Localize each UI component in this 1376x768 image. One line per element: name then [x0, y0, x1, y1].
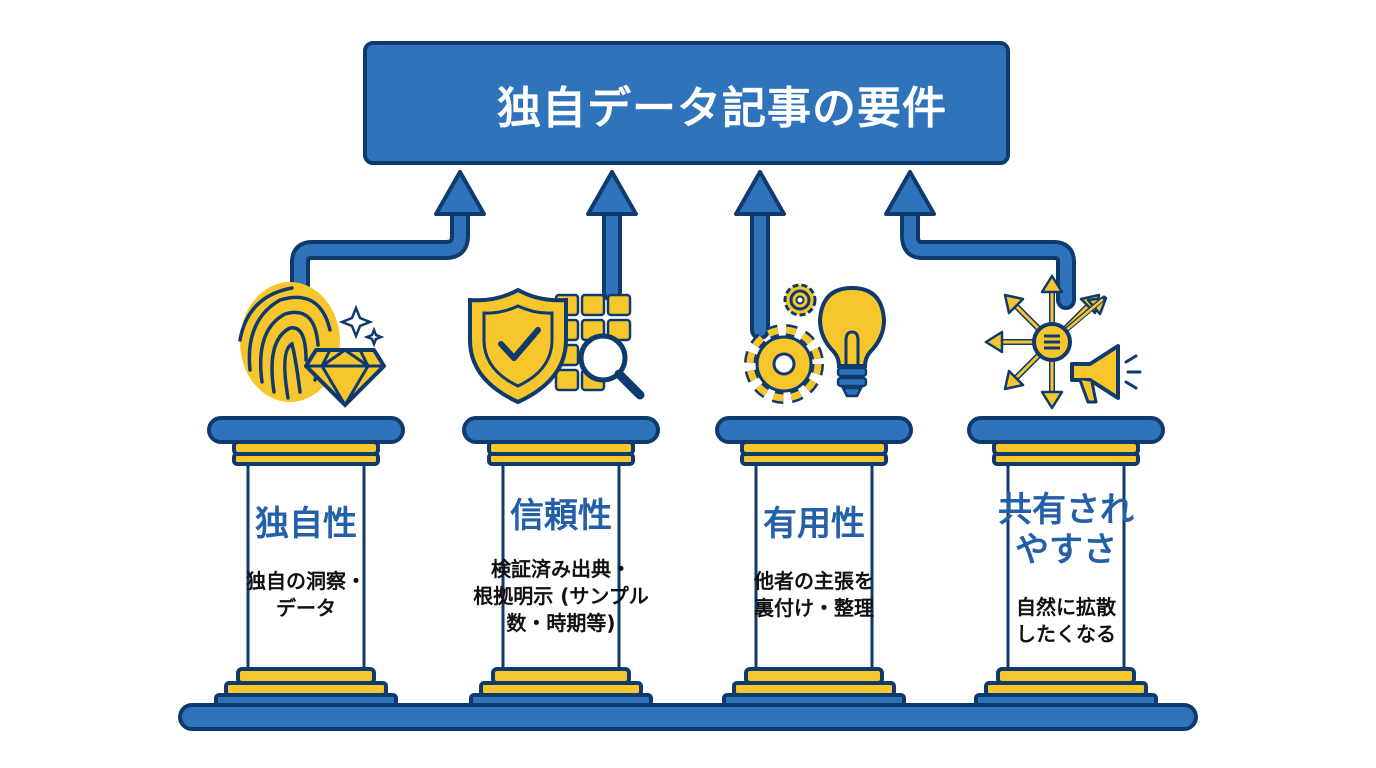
diamond-icon [304, 348, 386, 408]
pillar-base-top [491, 667, 631, 685]
pillar-base-top [236, 667, 376, 685]
pillar-2 [462, 416, 660, 709]
pillar-3-desc: 他者の主張を 裏付け・整理 [709, 568, 919, 622]
pillar-1-desc-line-2: データ [276, 596, 336, 620]
pillar-base-top [996, 667, 1136, 685]
large-gear-icon [744, 324, 824, 404]
pillar-capital-top [207, 416, 405, 444]
pillar-1-desc: 独自の洞察・ データ [201, 568, 411, 622]
pillar-base-top [744, 667, 884, 685]
arrow-2 [586, 170, 638, 302]
banner [363, 41, 1010, 165]
pillar-1-desc-line-1: 独自の洞察・ [246, 569, 366, 593]
pillars [207, 416, 1165, 709]
pillar-4-desc: 自然に拡散 したくなる [961, 594, 1171, 648]
pillar-capital-bottom [232, 452, 380, 466]
small-gear-icon [783, 283, 817, 317]
pillar-capital-top [967, 416, 1165, 444]
share-megaphone-icon [984, 274, 1142, 410]
banner-title: 独自データ記事の要件 [497, 83, 947, 134]
arrow-3 [734, 170, 786, 340]
pillar-2-desc-line-3: 数・時期等) [506, 611, 616, 635]
pillar-4-desc-line-1: 自然に拡散 [1016, 595, 1116, 619]
pillar-1 [207, 416, 405, 709]
fingerprint-icon [238, 282, 386, 408]
pillar-2-desc-line-1: 検証済み出典・ [491, 557, 631, 581]
sparkle-icon [338, 304, 385, 348]
arrow-1 [290, 170, 486, 310]
pillar-capital-top [462, 416, 660, 444]
shield-check-icon [468, 287, 645, 405]
pillar-capital-bottom [740, 452, 888, 466]
gear-lightbulb-icon [744, 283, 887, 404]
pillar-capital-top [715, 416, 913, 444]
pillar-3-desc-line-1: 他者の主張を [754, 569, 874, 593]
pillar-3 [715, 416, 913, 709]
pillar-capital-bottom [992, 452, 1140, 466]
pillar-4-desc-line-2: したくなる [1016, 622, 1116, 646]
pillar-4-title: 共有され やすさ [966, 490, 1166, 570]
pillar-4-title-line-1: 共有され [998, 490, 1134, 530]
pillar-2-title: 信頼性 [510, 496, 612, 536]
arrow-4 [884, 170, 1076, 310]
megaphone-icon [1070, 344, 1142, 404]
pillar-4 [967, 416, 1165, 709]
magnifier-icon [578, 333, 645, 400]
base-platform [178, 703, 1198, 731]
pillar-4-title-line-2: やすさ [1015, 530, 1117, 570]
lightbulb-icon [817, 285, 887, 398]
pillar-3-desc-line-2: 裏付け・整理 [754, 596, 874, 620]
pillar-1-title: 独自性 [255, 504, 357, 544]
pillar-capital-bottom [487, 452, 635, 466]
pillar-2-desc-line-2: 根拠明示 (サンプル [473, 584, 649, 608]
arrows [290, 170, 1076, 340]
pillar-3-title: 有用性 [763, 504, 865, 544]
pillar-2-desc: 検証済み出典・ 根拠明示 (サンプル 数・時期等) [456, 556, 666, 637]
